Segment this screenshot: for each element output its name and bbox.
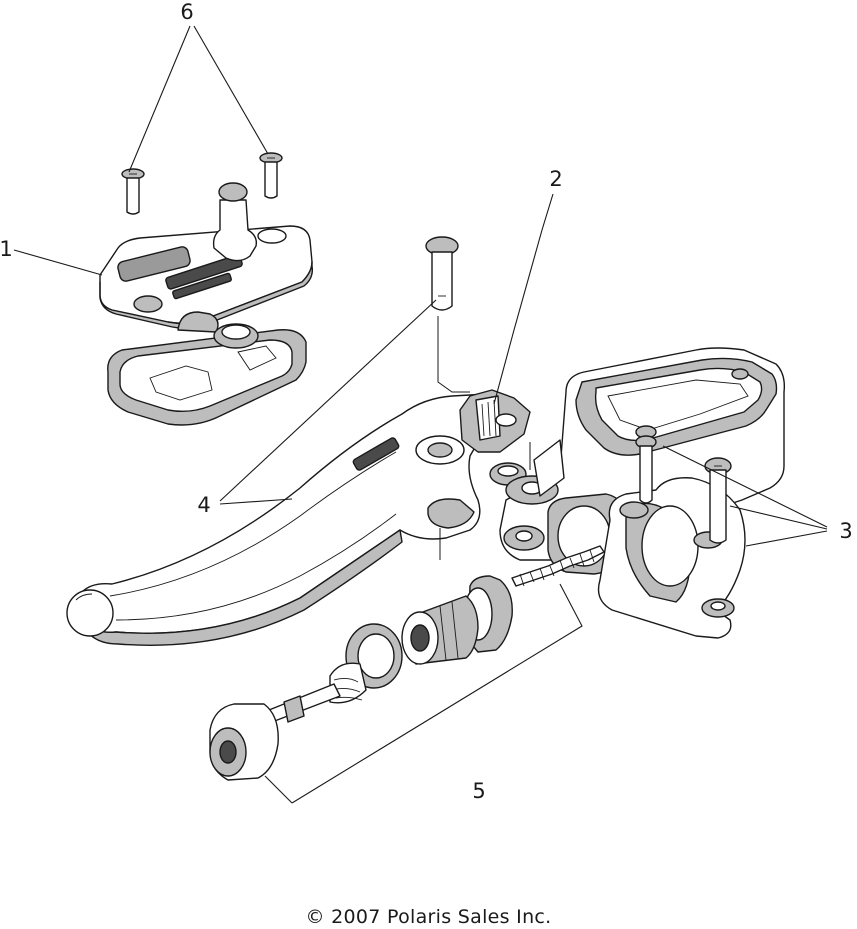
callout-1: 1 (0, 237, 13, 261)
callout-3: 3 (839, 519, 852, 543)
reservoir-cover (99, 182, 314, 333)
piston (401, 595, 479, 665)
brake-lever (66, 389, 531, 646)
piston-spring (511, 545, 605, 587)
lever-pivot-pin (425, 236, 459, 311)
callout-4: 4 (197, 493, 210, 517)
callout-6: 6 (180, 0, 193, 24)
handlebar-clamp (597, 477, 746, 639)
clamp-screw-front (704, 457, 732, 544)
push-rod-end-cap (209, 703, 279, 781)
copyright-notice: © 2007 Polaris Sales Inc. (305, 906, 552, 928)
pivot-pin-centerline (437, 316, 470, 393)
leader-lines (13, 25, 828, 804)
cover-screw-right (259, 152, 283, 199)
clamp-screw-rear (635, 435, 657, 504)
callout-2: 2 (549, 167, 562, 191)
reservoir-diaphragm (107, 323, 307, 426)
callout-5: 5 (472, 779, 485, 803)
cover-screw-left (121, 168, 145, 215)
push-rod (263, 683, 341, 723)
